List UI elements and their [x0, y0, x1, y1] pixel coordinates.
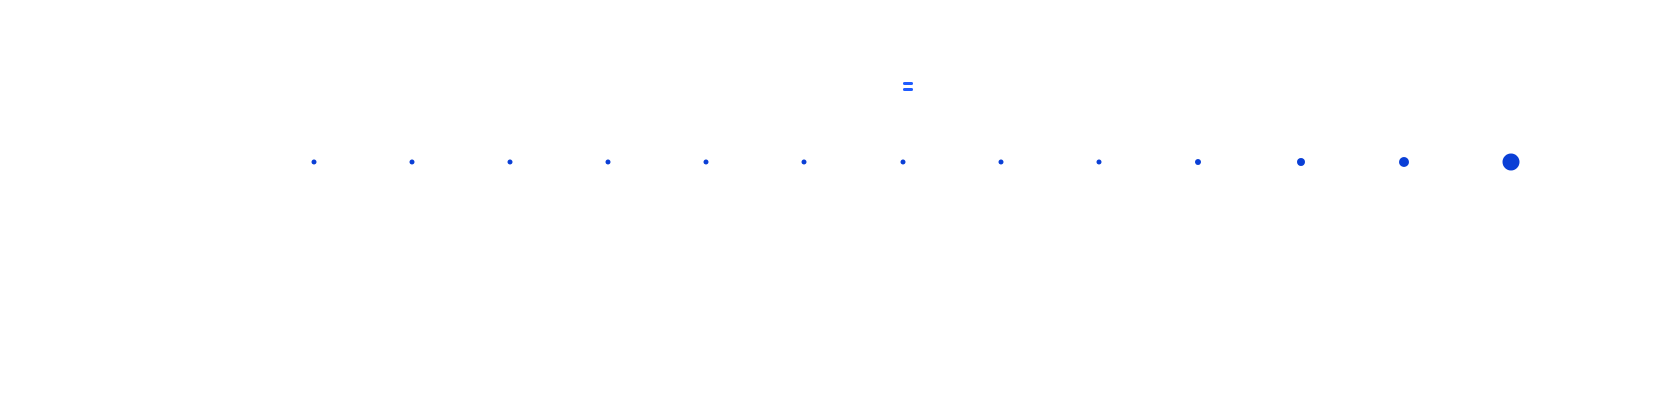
pagination-dot[interactable]: [1195, 159, 1201, 165]
menu-button[interactable]: [900, 78, 916, 94]
equals-icon-bar-bottom: [903, 87, 913, 91]
pagination-dot[interactable]: [311, 159, 317, 165]
pagination-dot[interactable]: [1399, 157, 1409, 167]
pagination-dot[interactable]: [801, 159, 807, 165]
pagination-dot[interactable]: [998, 159, 1004, 165]
pagination-dot[interactable]: [1096, 159, 1102, 165]
pagination-dot[interactable]: [1297, 158, 1305, 166]
pagination-dot[interactable]: [507, 159, 513, 165]
pagination-dot[interactable]: [605, 159, 611, 165]
pagination-dot[interactable]: [409, 159, 415, 165]
equals-icon-bar-top: [903, 81, 913, 85]
pagination-dot[interactable]: [703, 159, 709, 165]
pagination-dot-active[interactable]: [1502, 153, 1520, 171]
pagination-dot[interactable]: [900, 159, 906, 165]
